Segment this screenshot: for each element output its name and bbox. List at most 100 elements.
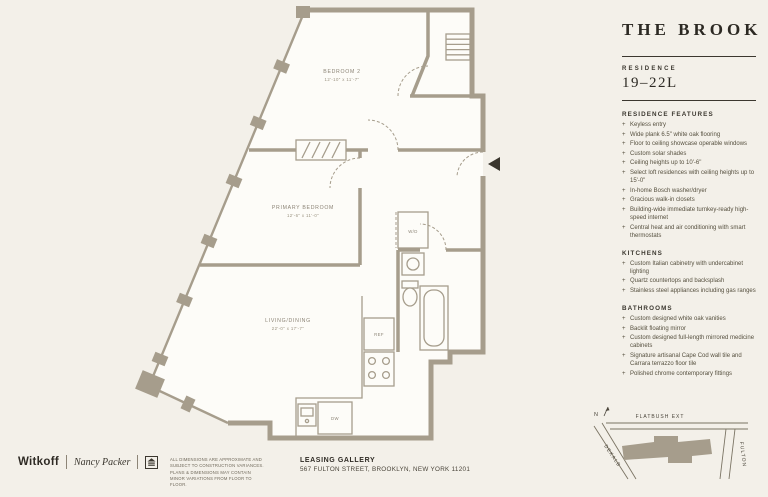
plus-bullet: +: [622, 325, 626, 332]
street-fulton: [719, 428, 736, 480]
burner-icon: [367, 370, 377, 380]
kitchen: [295, 296, 395, 436]
divider: [622, 56, 756, 57]
site-map: N FLATBUSH EXT DEKALB FULTON: [593, 406, 748, 480]
feature-item: +Backlit floating mirror: [622, 325, 687, 332]
leasing-gallery-address: 567 FULTON STREET, BROOKLYN, NEW YORK 11…: [300, 466, 471, 473]
bathroom-fixtures: [401, 252, 449, 351]
street-dekalb: [593, 422, 637, 480]
feature-item: +Building-wide immediate turnkey-ready h…: [622, 206, 749, 221]
entry-arrow-icon: [488, 157, 500, 171]
divider: [137, 455, 139, 469]
section-residence-features: RESIDENCE FEATURES +Keyless entry +Wide …: [622, 111, 756, 240]
plus-bullet: +: [622, 335, 626, 342]
residence-number: 19–22L: [622, 75, 678, 91]
feature-item: +Quartz countertops and backsplash: [622, 278, 725, 285]
toilet-icon: [402, 287, 418, 307]
burner-icon: [381, 370, 391, 380]
feature-item: +Wide plank 6.5" white oak flooring: [622, 131, 721, 138]
wardrobe-closet: [295, 139, 347, 161]
room-dims-bedroom2: 12'-10" x 11'-7": [325, 77, 360, 82]
room-dims-living-dining: 22'-0" x 17'-7": [272, 326, 305, 331]
disclaimer-text: ALL DIMENSIONS ARE APPROXIMATE AND SUBJE…: [170, 457, 264, 488]
leasing-block: LEASING GALLERY 567 FULTON STREET, BROOK…: [300, 457, 470, 473]
plus-bullet: +: [622, 352, 626, 359]
feature-item: +Custom designed full-length mirrored me…: [622, 335, 755, 350]
kitchen-sink-basin: [300, 407, 314, 417]
feature-item: +Ceiling heights up to 10'-6": [622, 160, 702, 167]
feature-item: +Stainless steel appliances including ga…: [622, 288, 756, 294]
feature-item: +In-home Bosch washer/dryer: [622, 187, 707, 194]
feature-item: +Polished chrome contemporary fittings: [622, 370, 733, 377]
bathtub-basin: [423, 289, 445, 347]
room-label-living-dining: LIVING/DINING: [265, 318, 311, 324]
feature-item: +Keyless entry: [622, 122, 667, 128]
range: [363, 351, 395, 387]
plus-bullet: +: [622, 260, 626, 267]
plus-bullet: +: [622, 288, 626, 294]
plus-bullet: +: [622, 131, 626, 138]
divider: [622, 100, 756, 101]
feature-item: +Floor to ceiling showcase operable wind…: [622, 141, 748, 148]
stair-shaft: [445, 33, 471, 61]
north-arrow-icon: N: [594, 406, 610, 418]
floor-plan: W/D REF DW: [135, 6, 500, 441]
plus-bullet: +: [622, 224, 626, 231]
plus-bullet: +: [622, 316, 626, 323]
witkoff-logo: Witkoff: [18, 456, 59, 468]
refrigerator: [363, 317, 395, 351]
section-heading: RESIDENCE FEATURES: [622, 111, 714, 118]
facade-pilasters: [135, 6, 310, 413]
plus-bullet: +: [622, 206, 626, 213]
residence-label: RESIDENCE: [622, 66, 677, 72]
section-heading: BATHROOMS: [622, 305, 673, 313]
burner-icon: [381, 356, 391, 366]
feature-item: +Select loft residences with ceiling hei…: [622, 169, 755, 185]
feature-list: +Keyless entry +Wide plank 6.5" white oa…: [622, 121, 756, 240]
feature-item: +Custom solar shades: [622, 150, 687, 157]
north-label: N: [594, 412, 598, 418]
burner-icon: [367, 356, 377, 366]
room-dims-primary-bedroom: 12'-6" x 11'-0": [287, 213, 319, 218]
washer-dryer-closet: W/D: [395, 211, 429, 249]
street-label-flatbush: FLATBUSH EXT: [636, 414, 685, 420]
plus-bullet: +: [622, 169, 626, 176]
room-label-bedroom2: BEDROOM 2: [323, 69, 360, 75]
kitchen-counter: [295, 296, 363, 436]
feature-list: +Custom designed white oak vanities +Bac…: [622, 315, 756, 378]
leasing-gallery-title: LEASING GALLERY: [300, 457, 376, 464]
street-label-fulton: FULTON: [738, 442, 747, 468]
building-footprint: [622, 436, 712, 463]
plus-bullet: +: [622, 141, 626, 148]
feature-item: +Central heat and air conditioning with …: [622, 224, 746, 239]
plus-bullet: +: [622, 160, 626, 167]
door-swings: [329, 65, 484, 251]
plus-bullet: +: [622, 278, 626, 285]
equal-housing-icon: [145, 455, 159, 469]
divider: [65, 455, 67, 469]
building-name: THE BROOK: [622, 20, 762, 39]
feature-item: +Signature artisanal Cape Cod wall tile …: [622, 352, 742, 368]
street-flatbush: [606, 422, 748, 430]
partner-signature: Nancy Packer: [73, 456, 131, 468]
dishwasher-label: DW: [331, 416, 340, 421]
feature-item: +Custom Italian cabinetry with undercabi…: [622, 260, 744, 275]
plus-bullet: +: [622, 150, 626, 157]
washer-dryer-label: W/D: [408, 229, 418, 234]
plus-bullet: +: [622, 122, 626, 128]
feature-item: +Custom designed white oak vanities: [622, 316, 726, 323]
info-panel: THE BROOK RESIDENCE 19–22L RESIDENCE FEA…: [622, 0, 762, 379]
faucet-icon: [304, 418, 310, 424]
plus-bullet: +: [622, 197, 626, 204]
plus-bullet: +: [622, 187, 626, 194]
room-label-primary-bedroom: PRIMARY BEDROOM: [272, 205, 334, 211]
bath-sink-icon: [406, 257, 420, 271]
plus-bullet: +: [622, 370, 626, 377]
toilet-tank: [401, 280, 419, 289]
feature-item: +Gracious walk-in closets: [622, 197, 695, 204]
dishwasher: [317, 401, 353, 435]
street-label-dekalb: DEKALB: [602, 444, 621, 469]
section-heading: KITCHENS: [622, 249, 663, 257]
feature-list: +Custom Italian cabinetry with undercabi…: [622, 260, 756, 295]
